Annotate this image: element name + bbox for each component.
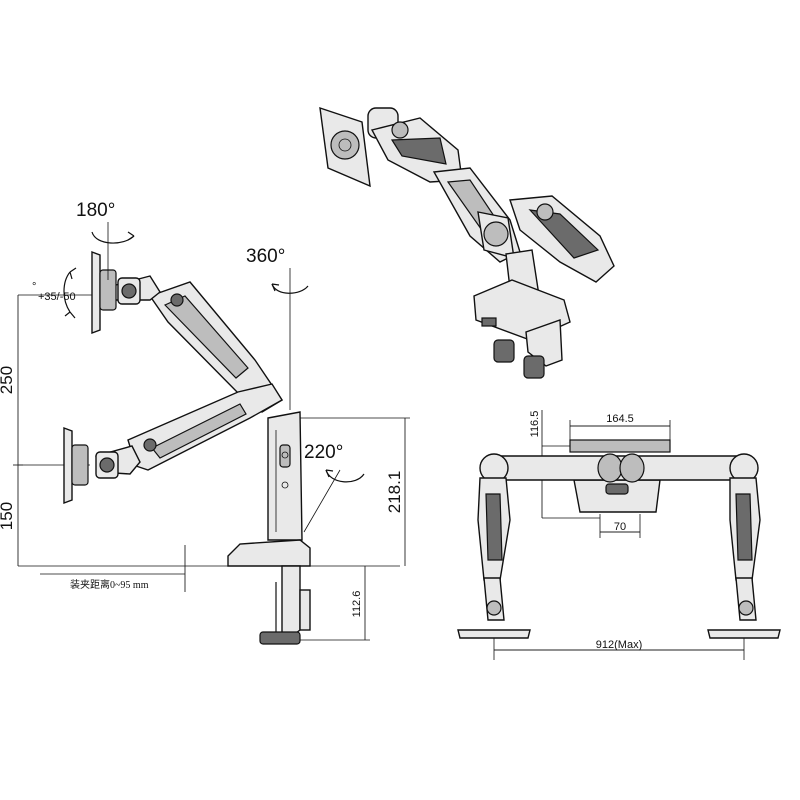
right-vesa-plate: [707, 629, 781, 639]
perspective-second-arm-logo: [536, 203, 554, 221]
right-tilt-knob: [738, 600, 754, 616]
perspective-clamp-knob-right: [523, 355, 545, 379]
side-view: 250 150 218.1 112.6 装夹距离0~95 mm: [0, 200, 410, 645]
monitor-rotation-arrow-head: [127, 231, 135, 241]
clamp-height-label: 112.6: [351, 591, 363, 618]
clamp-jaw: [281, 565, 301, 637]
tilt-range-label: +35/-50: [38, 291, 76, 303]
arm-rotation-label: 360°: [246, 246, 285, 267]
left-vesa-plate: [457, 629, 531, 639]
lower-arm-gas-spring: [151, 403, 247, 459]
perspective-vesa-hub-2: [483, 221, 509, 247]
perspective-forearm-cover: [390, 137, 447, 165]
arm-rotation-arrow-head: [271, 283, 280, 292]
center-joint-right: [619, 453, 645, 483]
clamp-knob: [259, 631, 301, 645]
clamp-plate: [299, 589, 311, 631]
total-height-label: 218.1: [385, 471, 404, 514]
perspective-clamp: [525, 319, 563, 367]
perspective-clamp-knob-left: [493, 339, 515, 363]
perspective-base-logo: [481, 317, 497, 327]
central-hub-logo: [605, 483, 629, 495]
monitor-rotation-arrow: [91, 231, 135, 244]
center-joint-left: [597, 453, 623, 483]
perspective-view: [319, 106, 615, 379]
height-upper-label: 250: [0, 366, 16, 394]
tilt-degree-mark: °: [32, 281, 36, 293]
base-rotation-label: 220°: [304, 442, 343, 463]
left-tilt-knob: [486, 600, 502, 616]
right-arm-spring: [735, 493, 753, 561]
mounting-plate: [569, 439, 671, 453]
upper-arm-logo: [170, 293, 184, 307]
center-width-label: 70: [614, 521, 626, 533]
plate-height-label: 116.5: [529, 411, 541, 438]
lower-tilt-knob: [99, 457, 115, 473]
base-rotation-leader: [303, 469, 341, 533]
lower-arm-logo: [143, 438, 157, 452]
left-arm-spring: [485, 493, 503, 561]
lower-vesa-mount: [71, 444, 89, 486]
front-view: 164.5 116.5 70: [457, 410, 781, 660]
perspective-forearm-logo: [391, 121, 409, 139]
height-lower-label: 150: [0, 502, 16, 530]
perspective-vesa-hub-inner: [338, 138, 352, 152]
lower-vesa-plate: [63, 426, 73, 505]
pole: [267, 411, 303, 541]
tilt-arc-upper-head: [69, 267, 77, 280]
upper-vesa-plate: [91, 250, 101, 335]
clamp-range-label: 装夹距离0~95 mm: [70, 578, 149, 591]
perspective-vesa-hub: [330, 130, 360, 160]
upper-tilt-knob: [121, 283, 137, 299]
pole-screw-lower: [281, 481, 289, 489]
plate-width-label: 164.5: [606, 413, 634, 425]
base-rotation-arrow: [325, 469, 365, 483]
monitor-rotation-label: 180°: [76, 200, 115, 221]
pole-slot: [279, 444, 291, 468]
base-rotation-arrow-head: [325, 469, 334, 478]
pole-screw: [281, 451, 289, 459]
base: [227, 539, 311, 567]
max-width-label: 912(Max): [596, 639, 642, 651]
tilt-arc-lower-head: [64, 311, 76, 319]
tilt-arc-upper: [63, 271, 71, 313]
